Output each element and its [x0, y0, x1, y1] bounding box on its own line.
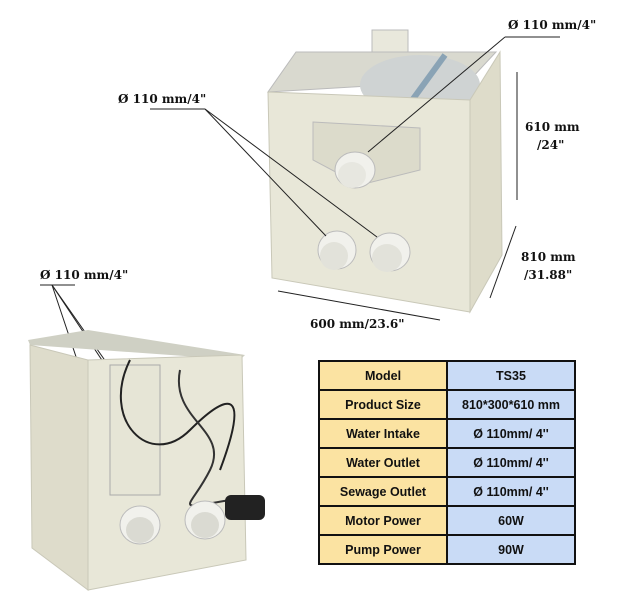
- width-dimension: 600 mm/23.6": [310, 317, 405, 331]
- depth-mm: 810 mm: [521, 250, 576, 264]
- height-mm: 610 mm: [525, 120, 580, 134]
- spec-label: Product Size: [318, 389, 448, 420]
- spec-label: Water Outlet: [318, 447, 448, 478]
- spec-value: TS35: [446, 360, 576, 391]
- spec-label: Sewage Outlet: [318, 476, 448, 507]
- drum-filter-rear-view: [28, 330, 265, 591]
- spec-value: 60W: [446, 505, 576, 536]
- spec-label: Motor Power: [318, 505, 448, 536]
- spec-value: Ø 110mm/ 4'': [446, 418, 576, 449]
- callout-rear-outlets: Ø 110 mm/4": [40, 268, 129, 282]
- spec-value: 90W: [446, 534, 576, 565]
- spec-label: Pump Power: [318, 534, 448, 565]
- spec-value: Ø 110mm/ 4'': [446, 476, 576, 507]
- callout-inlet: Ø 110 mm/4": [508, 18, 597, 32]
- drum-filter-front-view: [266, 29, 503, 314]
- spec-value: 810*300*610 mm: [446, 389, 576, 420]
- spec-label: Water Intake: [318, 418, 448, 449]
- depth-in: /31.88": [524, 268, 573, 282]
- height-in: /24": [537, 138, 565, 152]
- callout-outlets: Ø 110 mm/4": [118, 92, 207, 106]
- spec-label: Model: [318, 360, 448, 391]
- spec-value: Ø 110mm/ 4'': [446, 447, 576, 478]
